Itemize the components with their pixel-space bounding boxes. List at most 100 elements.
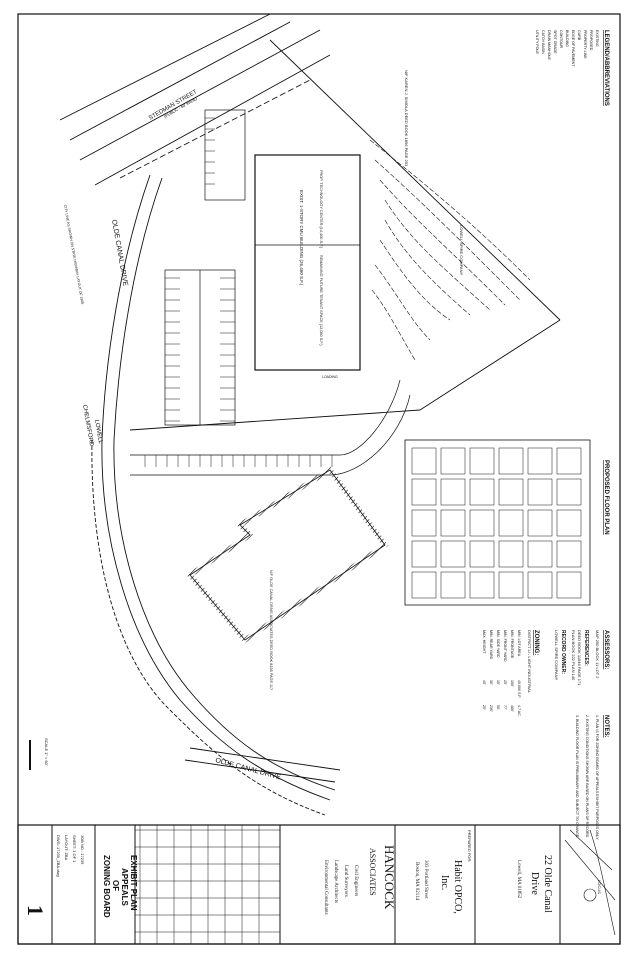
project-line-3: Lowell, MA 01852	[516, 860, 521, 899]
legend-item: SPOT GRADE	[553, 30, 557, 54]
sheet-title-4: EXHIBIT PLAN	[129, 855, 138, 911]
firm-service-2: Land Surveyors	[343, 865, 348, 897]
tenant-space-note: REMAINING FUTURE TENANT SPACE (12,060 S.…	[319, 255, 323, 346]
legend-item: CURB	[577, 30, 581, 41]
zoning-row-required: 25'	[503, 680, 507, 685]
zoning-row-required: 45'	[482, 680, 486, 685]
floor-plan-outline	[404, 439, 591, 606]
legend-item: DRAIN MANHOLE	[547, 30, 551, 61]
sheet-info-4: JOB NO.: 17235	[80, 835, 85, 865]
reference-2: PLAN BOOK 222 PLAN 140	[571, 630, 576, 681]
floor-plan-rooms	[411, 447, 582, 599]
references-heading: REFERENCES:	[583, 630, 589, 666]
scale-label: SCALE 1" = 60'	[44, 738, 49, 766]
legend-item: EXISTING	[595, 30, 599, 47]
sheet-info-3: SHEET: 1 OF 1	[72, 835, 77, 863]
record-owner: LOWELL SPIRE COMPANY	[554, 630, 559, 681]
zoning-row-required: 40,000 S.F.	[517, 680, 521, 698]
firm-service-4: Environmental Consultants	[323, 860, 328, 915]
title-block: 1 DWG: 17235_ZBA.dwg LAYOUT: ZBA SHEET: …	[17, 824, 621, 945]
deed-note-south: N/F OLDE CANAL DRIVE ASSOCIATES DEED BOO…	[269, 570, 273, 690]
zoning-heading: ZONING:	[533, 630, 539, 655]
client-addr-2: Boston, MA 02114	[414, 862, 419, 901]
client-name: Habit OPCO,	[452, 860, 463, 914]
note-item: 1. PLAN IS FOR ZONING BOARD OF APPEALS E…	[595, 715, 599, 840]
scale-bar: SCALE 1" = 60'	[29, 738, 49, 770]
firm-line-1: HANCOCK	[382, 845, 397, 910]
zoning-row-required: 15'	[496, 680, 500, 685]
sheet-title-2: OF	[111, 880, 120, 891]
prepared-for: PREPARED FOR:	[467, 830, 472, 862]
chelmsford-label: CHELMSFORD	[81, 404, 94, 447]
legend-item: UTILITY POLE	[535, 30, 539, 55]
assessors-block: ASSESSORS: MAP 250 BLOCK 11 LOT 2 REFERE…	[554, 630, 609, 686]
sheet-number: 1	[23, 905, 48, 916]
zoning-row-existing: 230'	[489, 705, 493, 712]
zoning-row-existing: 77'	[503, 705, 507, 710]
firm-service-1: Civil Engineers	[353, 865, 358, 896]
legend-item: CATCH BASIN	[541, 30, 545, 54]
legend-item: PROPERTY LINE	[583, 30, 587, 59]
assessors-line: MAP 250 BLOCK 11 LOT 2	[595, 630, 600, 679]
zoning-row-required: 30'	[489, 680, 493, 685]
zoning-row-existing: 4.7 AC.	[517, 705, 521, 717]
sheet-info-2: LAYOUT: ZBA	[64, 835, 69, 861]
notes-heading: NOTES:	[603, 715, 609, 738]
record-owner-heading: RECORD OWNER:	[560, 630, 566, 674]
deed-note-top: N/F KAREN J. SIMOLA DEED BOOK 1896 PAGE …	[404, 70, 409, 167]
reference-1: DEED BOOK 11546 PAGE 171	[577, 630, 582, 686]
sheet-title-1: ZONING BOARD	[102, 855, 111, 918]
building-label: EXIST. 1-STORY CMU BUILDING (26,460 S.F.…	[299, 190, 304, 286]
zoning-row-existing: 480'	[510, 705, 514, 712]
notes-items: 1. PLAN IS FOR ZONING BOARD OF APPEALS E…	[575, 715, 599, 840]
notes-block: NOTES: 1. PLAN IS FOR ZONING BOARD OF AP…	[575, 715, 609, 840]
stedman-street	[59, 13, 331, 186]
legend-item: CONTOUR	[559, 30, 563, 49]
project-line-2: Drive	[529, 872, 540, 895]
tech-center-note: PROP. TECHNOLOGY CENTER (14,400 S.F.)	[319, 170, 323, 249]
legend-item: PROPOSED	[589, 30, 593, 51]
property-lines	[129, 39, 561, 431]
note-item: 2. EXISTING CONDITIONS SHOWN ARE BASED O…	[585, 715, 589, 838]
legend-item: EDGE OF PAVEMENT	[571, 30, 575, 67]
note-item: 3. BUILDING FLOOR PLAN IS PRELIMINARY AN…	[575, 715, 579, 838]
lowell-label: LOWELL	[93, 419, 103, 445]
south-building-hatch	[186, 466, 389, 644]
zoning-rows: MIN. LOT AREA 40,000 S.F. 4.7 AC. MIN. FRON…	[482, 630, 521, 717]
zoning-district: DISTRICT LI - LIGHT INDUSTRIAL	[527, 630, 532, 694]
sheet-info-1: DWG: 17235_ZBA.dwg	[56, 835, 61, 877]
zoning-row-item: MIN. REAR YARD	[489, 630, 493, 660]
assessors-heading: ASSESSORS:	[603, 630, 609, 669]
zoning-row-existing: 25'	[482, 705, 486, 710]
zoning-row-item: MIN. FRONT YARD	[503, 630, 507, 662]
firm-service-3: Landscape Architects	[333, 860, 338, 903]
parking-stalls	[144, 117, 333, 467]
zoning-row-existing: 50'	[496, 705, 500, 710]
revision-grid	[135, 825, 280, 944]
locus-label: LOCUS	[597, 880, 602, 894]
zoning-row-item: MAX. HEIGHT	[482, 630, 486, 654]
legend-heading: LEGEND/ABBREVIATIONS	[603, 30, 609, 106]
existing-building	[254, 154, 361, 371]
zoning-row-item: MIN. LOT AREA	[517, 630, 521, 657]
zoning-row-item: MIN. SIDE YARD	[496, 630, 500, 658]
owner-note: LOWELL SPIRE COMPANY	[459, 225, 464, 276]
legend: LEGEND/ABBREVIATIONS EXISTINGPROPOSEDPRO…	[535, 30, 609, 106]
zoning-row-item: MIN. FRONTAGE	[510, 630, 514, 659]
floor-plan-heading: PROPOSED FLOOR PLAN	[603, 460, 609, 535]
project-line-1: 22 Olde Canal	[542, 855, 553, 913]
floor-plan: PROPOSED FLOOR PLAN	[404, 439, 609, 606]
olde-canal-drive-road	[91, 174, 341, 816]
legend-item: BUILDING	[565, 30, 569, 47]
zoning-row-required: 150'	[510, 680, 514, 687]
contour-lines	[369, 139, 531, 361]
sheet-title-3: APPEALS	[120, 868, 129, 906]
client-addr-1: 303 Portland Street	[423, 860, 428, 899]
client-suffix: Inc.	[439, 875, 450, 890]
zoning-block: ZONING: DISTRICT LI - LIGHT INDUSTRIAL M…	[482, 630, 539, 717]
city-line-note: CITY LINE AS SHOWN ON STATE HIGHWAY LAYO…	[63, 204, 84, 304]
olde-canal-drive-label-left: OLDE CANAL DRIVE	[110, 219, 129, 287]
firm-line-2: ASSOCIATES	[368, 848, 377, 896]
